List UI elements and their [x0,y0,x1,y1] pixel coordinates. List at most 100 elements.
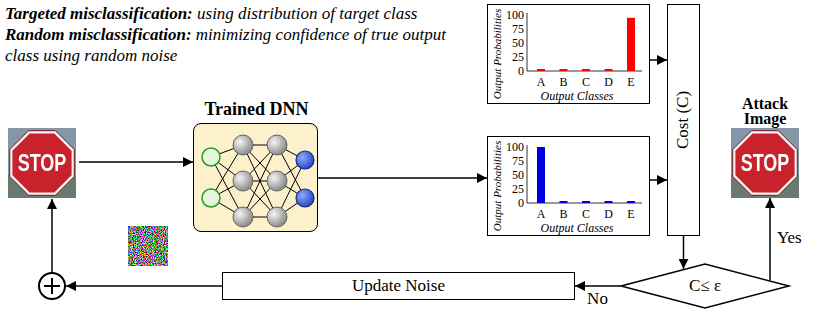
axis-title: Output Classes [540,221,613,236]
text-slot: Attack Image [728,96,802,126]
hidden-neuron [267,207,287,227]
bar [582,201,590,203]
tick-label: 50 [512,168,524,183]
tick-label: 100 [506,140,524,155]
box-label: Cost (C) [674,91,694,149]
network-links [211,145,305,217]
chart-panel: Output Probabilities1007550250ABCDEOutpu… [487,4,650,104]
sum-arrow [51,199,53,273]
chart-panel: Output Probabilities1007550250ABCDE Outpu… [487,136,650,236]
class-label: E [627,75,634,90]
sign-text: STOP [741,149,790,176]
class-label: D [604,75,613,90]
bar [627,201,635,203]
note-line: Random misclassification:minimizing conf… [5,24,483,66]
text-slot: C [576,75,596,89]
box-heading: Trained DNN [204,99,308,120]
connector-group [318,60,770,286]
output-neuron [296,189,314,207]
decision-label: C≤ ε [689,276,721,296]
tick-label: 100 [506,8,524,23]
edge-label: No [585,289,610,308]
text-slot: B [554,75,574,89]
adder-plus [44,278,60,294]
class-label: B [559,75,567,90]
bar [560,69,568,71]
hidden-neuron [233,135,253,155]
noise-patch [128,226,168,266]
image-heading: Attack Image [728,96,802,126]
sign-text-slot: STOP [733,150,797,176]
chart-axes [527,13,642,71]
text-slot: B [554,207,574,221]
text-slot: Output Classes [518,89,636,103]
text-slot: E [621,207,641,221]
output-neuron [296,151,314,169]
bar [605,201,613,203]
edge-label: Yes [775,228,804,247]
flow-arrow [650,179,667,181]
input-neuron [202,148,220,166]
decision-diamond: C≤ ε [620,263,790,309]
text-slot: Cost (C) [668,5,699,235]
bar [560,201,568,203]
tick-label: 0 [518,196,524,211]
input-image [8,128,76,198]
hidden-neuron [233,207,253,227]
bar [537,147,545,203]
output-image-frame: Attack Image [728,96,802,198]
diamond-outline [621,264,789,308]
class-label: C [582,207,590,222]
axis-title: Output Probabilities [491,9,503,99]
attack-image [731,128,799,198]
note-heading: Targeted misclassification: [5,4,193,23]
hidden-neuron [233,171,253,191]
text-slot: Output Probabilities [488,5,506,103]
tick-label: 75 [512,154,524,169]
network-fill [194,124,318,232]
hidden-neuron [267,135,287,155]
adder-circle [39,273,65,299]
bar [627,18,635,71]
input-arrow [79,161,193,163]
axis-title: Output Classes [540,89,613,104]
text-slot: Trained DNN [164,98,349,120]
sign-text-slot: STOP [10,150,74,176]
box-label: Update Noise [352,276,445,296]
text-slot: Output Probabilities [488,137,506,235]
tick-label: 25 [512,50,524,65]
flow-arrow [769,198,771,281]
class-label: E [627,207,634,222]
flow-arrow [318,177,487,179]
tick-label: 25 [512,182,524,197]
tick-label: 75 [512,22,524,37]
process-box: Update Noise [222,272,575,300]
text-slot: Output Classes [518,221,636,235]
text-slot: E [621,75,641,89]
tick-label: 0 [518,64,524,79]
text-slot: D [599,75,619,89]
noise-arrow [66,285,222,287]
note-text: using distribution of target class [197,4,417,23]
input-neuron [202,189,220,207]
flow-arrow [575,285,620,287]
text-slot: Update Noise [223,273,574,299]
class-label: B [559,207,567,222]
text-slot: A [531,207,551,221]
network-box: Trained DNN [193,123,318,232]
cost-box: Cost (C) [667,4,700,236]
text-slot: C [576,207,596,221]
class-label: C [582,75,590,90]
class-label: A [537,207,546,222]
note-block: Targeted misclassification:using distrib… [5,3,483,66]
sign-text: STOP [18,149,67,176]
chart-axes [527,145,642,203]
bar [605,69,613,71]
note-heading: Random misclassification: [5,25,192,44]
text-slot: A [531,75,551,89]
edge-label-slot: Yes [775,228,804,248]
note-line: Targeted misclassification:using distrib… [5,3,483,24]
class-label: D [604,207,613,222]
text-slot: C≤ ε [620,263,790,309]
